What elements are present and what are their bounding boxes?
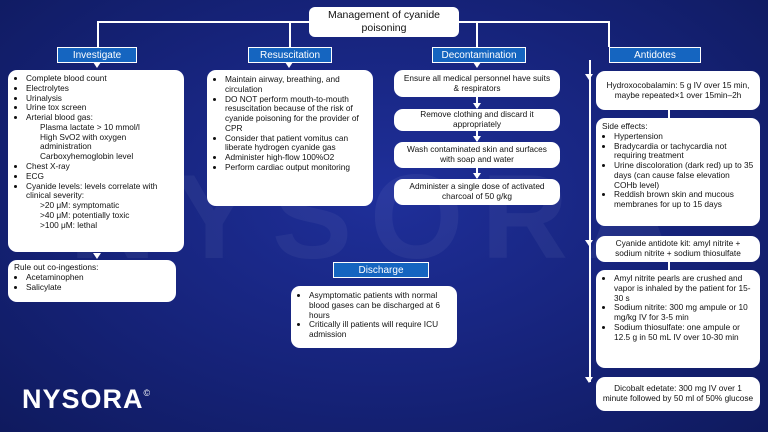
connector-investigate: [97, 21, 99, 47]
rule-out-title: Rule out co-ingestions:: [14, 262, 99, 272]
connector-decontamination: [476, 21, 478, 47]
abg-item: High SvO2 with oxygen administration: [40, 131, 127, 152]
investigate-header: Investigate: [57, 47, 137, 63]
side-effects-title: Side effects:: [602, 121, 648, 131]
list-item: Amyl nitrite pearls are crushed and vapo…: [614, 273, 754, 303]
dicobalt-box: Dicobalt edetate: 300 mg IV over 1 minut…: [596, 377, 760, 411]
abg-item: Carboxyhemoglobin level: [40, 151, 134, 162]
connector-antidotes-vertical: [589, 60, 591, 382]
hydroxocobalamin-box: Hydroxocobalamin: 5 g IV over 15 min, ma…: [596, 71, 760, 110]
connector-antidotes: [608, 21, 610, 47]
connector-hydroxo-side: [668, 110, 670, 118]
resuscitation-box: Maintain airway, breathing, and circulat…: [207, 70, 373, 206]
rule-out-box: Rule out co-ingestions: Acetaminophen Sa…: [8, 260, 176, 302]
list-item: Chest X-ray: [26, 161, 178, 172]
connector-title-right: [459, 21, 609, 23]
list-item: Urine discoloration (dark red) up to 35 …: [614, 160, 754, 190]
list-item: Arterial blood gas:: [26, 112, 178, 123]
list-item: Consider that patient vomitus can libera…: [225, 133, 367, 154]
arrow-icon: [93, 62, 101, 68]
list-item: Cyanide levels: levels correlate with cl…: [26, 181, 178, 202]
decon-step: Remove clothing and discard it appropria…: [394, 109, 560, 131]
level-item: >100 μM: lethal: [40, 219, 98, 230]
connector-title-left: [97, 21, 309, 23]
list-item: Administer high-flow 100%O2: [225, 152, 367, 163]
list-item: Urine tox screen: [26, 103, 178, 113]
nysora-logo: NYSORA©: [22, 384, 151, 415]
list-item: DO NOT perform mouth-to-mouth resuscitat…: [225, 94, 367, 134]
antidote-kit-box: Cyanide antidote kit: amyl nitrite + sod…: [596, 236, 760, 262]
antidotes-header: Antidotes: [609, 47, 701, 63]
list-item: Asymptomatic patients with normal blood …: [309, 290, 451, 320]
logo-text: NYSORA: [22, 384, 144, 414]
arrow-icon: [585, 74, 593, 80]
connector-kit-items: [668, 262, 670, 270]
list-item: Complete blood count: [26, 73, 178, 84]
decon-step: Ensure all medical personnel have suits …: [394, 70, 560, 97]
list-item: Electrolytes: [26, 83, 178, 94]
page-title: Management of cyanide poisoning: [309, 7, 459, 37]
connector-resuscitation: [289, 21, 291, 47]
arrow-icon: [473, 136, 481, 142]
arrow-icon: [93, 253, 101, 259]
arrow-icon: [473, 173, 481, 179]
list-item: Critically ill patients will require ICU…: [309, 320, 451, 340]
arrow-icon: [473, 62, 481, 68]
level-item: >20 μM: symptomatic: [40, 200, 120, 211]
discharge-box: Asymptomatic patients with normal blood …: [291, 286, 457, 348]
list-item: Salicylate: [26, 282, 170, 293]
decontamination-header: Decontamination: [432, 47, 526, 63]
side-effects-box: Side effects: Hypertension Bradycardia o…: [596, 118, 760, 226]
list-item: Bradycardia or tachycardia not requiring…: [614, 141, 754, 162]
list-item: Maintain airway, breathing, and circulat…: [225, 74, 367, 95]
copyright-mark: ©: [143, 388, 152, 398]
decon-step: Wash contaminated skin and surfaces with…: [394, 142, 560, 168]
investigate-box: Complete blood count Electrolytes Urinal…: [8, 70, 184, 252]
list-item: Acetaminophen: [26, 272, 170, 283]
list-item: Perform cardiac output monitoring: [225, 162, 367, 173]
list-item: Reddish brown skin and mucous membranes …: [614, 190, 754, 210]
antidote-kit-details-box: Amyl nitrite pearls are crushed and vapo…: [596, 270, 760, 368]
list-item: Hypertension: [614, 131, 754, 142]
list-item: Sodium thiosulfate: one ampule or 12.5 g…: [614, 322, 754, 343]
abg-item: Plasma lactate > 10 mmol/l: [40, 121, 140, 132]
level-item: >40 μM: potentially toxic: [40, 209, 130, 220]
arrow-icon: [585, 240, 593, 246]
arrow-icon: [285, 62, 293, 68]
list-item: ECG: [26, 171, 178, 182]
discharge-header: Discharge: [333, 262, 429, 278]
decon-step: Administer a single dose of activated ch…: [394, 179, 560, 205]
list-item: Urinalysis: [26, 93, 178, 104]
connector-decon-1: [476, 97, 478, 108]
arrow-icon: [585, 377, 593, 383]
arrow-icon: [473, 103, 481, 109]
resuscitation-header: Resuscitation: [248, 47, 332, 63]
list-item: Sodium nitrite: 300 mg ampule or 10 mg/k…: [614, 303, 754, 323]
